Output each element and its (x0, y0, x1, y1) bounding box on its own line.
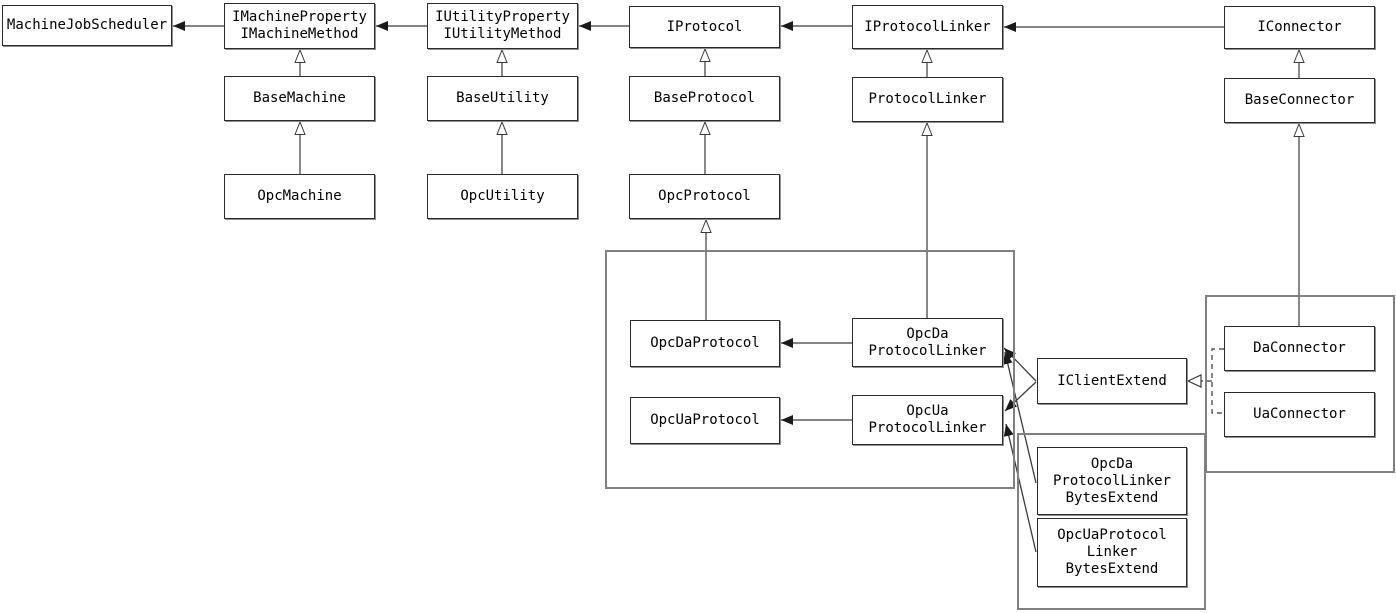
class-box-iutility-property-method: IUtilityProperty IUtilityMethod (427, 3, 578, 49)
class-box-opc-da-protocol-linker-bytes-extend: OpcDa ProtocolLinker BytesExtend (1037, 447, 1187, 515)
class-box-opc-ua-protocol: OpcUaProtocol (630, 397, 780, 444)
group-opc-protocol-container (605, 250, 1015, 489)
class-box-opc-utility: OpcUtility (427, 174, 578, 219)
class-box-iclient-extend: IClientExtend (1037, 358, 1187, 404)
class-box-protocol-linker: ProtocolLinker (852, 77, 1003, 122)
class-box-iprotocol-linker: IProtocolLinker (852, 5, 1003, 49)
class-box-opc-machine: OpcMachine (224, 174, 375, 219)
group-connector-container (1205, 295, 1395, 473)
class-box-iconnector: IConnector (1224, 6, 1375, 49)
realization-arrowhead (1186, 374, 1202, 388)
class-box-opc-protocol: OpcProtocol (629, 174, 780, 219)
class-box-opc-da-protocol: OpcDaProtocol (630, 320, 780, 367)
class-box-da-connector: DaConnector (1224, 326, 1375, 371)
class-box-ua-connector: UaConnector (1224, 392, 1375, 437)
class-box-opc-ua-protocol-linker-bytes-extend: OpcUaProtocol Linker BytesExtend (1037, 518, 1187, 587)
class-box-base-protocol: BaseProtocol (629, 76, 780, 121)
class-box-base-utility: BaseUtility (427, 76, 578, 121)
class-box-imachine-property-method: IMachineProperty IMachineMethod (224, 3, 375, 49)
class-box-iprotocol: IProtocol (629, 6, 780, 48)
class-box-machine-job-scheduler: MachineJobScheduler (2, 5, 172, 46)
class-box-opc-ua-protocol-linker: OpcUa ProtocolLinker (852, 395, 1003, 445)
class-box-opc-da-protocol-linker: OpcDa ProtocolLinker (852, 318, 1003, 367)
class-box-base-machine: BaseMachine (224, 76, 375, 121)
class-box-base-connector: BaseConnector (1224, 78, 1375, 123)
